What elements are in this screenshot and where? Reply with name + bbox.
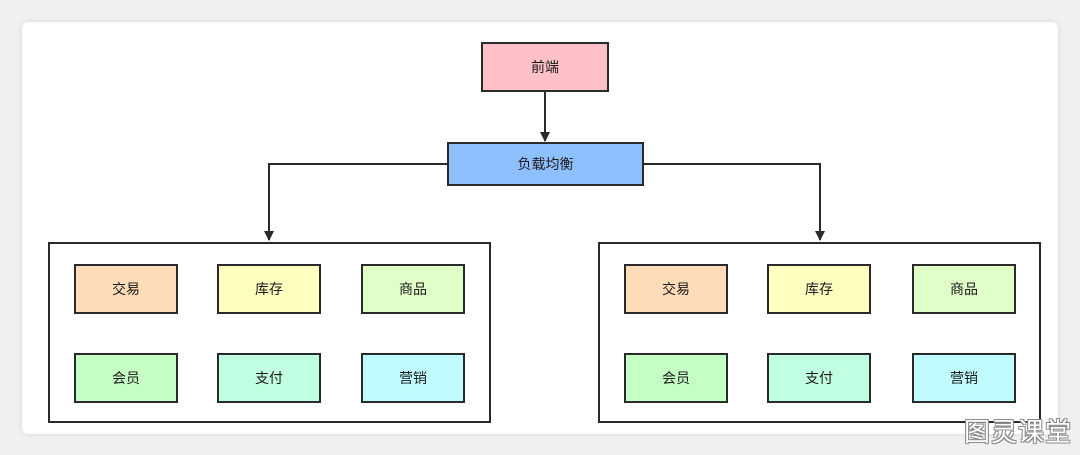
right-module-marketing-label: 营销	[950, 371, 978, 387]
edge-loadbalancer-to-right-cluster	[644, 163, 825, 241]
left-module-payment: 支付	[217, 353, 321, 403]
left-module-member-label: 会员	[112, 371, 140, 387]
load-balancer-node: 负载均衡	[447, 142, 644, 186]
right-module-member: 会员	[624, 353, 728, 403]
left-module-marketing-label: 营销	[399, 371, 427, 387]
left-module-trade: 交易	[74, 264, 178, 314]
right-module-product: 商品	[912, 264, 1016, 314]
left-module-product: 商品	[361, 264, 465, 314]
left-module-trade-label: 交易	[112, 282, 140, 298]
right-module-product-label: 商品	[950, 282, 978, 298]
right-module-payment: 支付	[767, 353, 871, 403]
left-module-member: 会员	[74, 353, 178, 403]
watermark-text: 图灵课堂	[963, 418, 1072, 448]
left-module-inventory-label: 库存	[255, 282, 283, 298]
right-module-trade-label: 交易	[662, 282, 690, 298]
right-module-inventory: 库存	[767, 264, 871, 314]
left-module-product-label: 商品	[399, 282, 427, 298]
edge-loadbalancer-to-left-cluster	[264, 163, 447, 241]
right-module-inventory-label: 库存	[805, 282, 833, 298]
right-module-marketing: 营销	[912, 353, 1016, 403]
load-balancer-node-label: 负载均衡	[517, 157, 574, 173]
right-module-payment-label: 支付	[805, 371, 833, 387]
right-module-trade: 交易	[624, 264, 728, 314]
frontend-node: 前端	[481, 42, 609, 92]
frontend-node-label: 前端	[531, 60, 559, 76]
left-module-marketing: 营销	[361, 353, 465, 403]
right-module-member-label: 会员	[662, 371, 690, 387]
left-module-payment-label: 支付	[255, 371, 283, 387]
left-module-inventory: 库存	[217, 264, 321, 314]
